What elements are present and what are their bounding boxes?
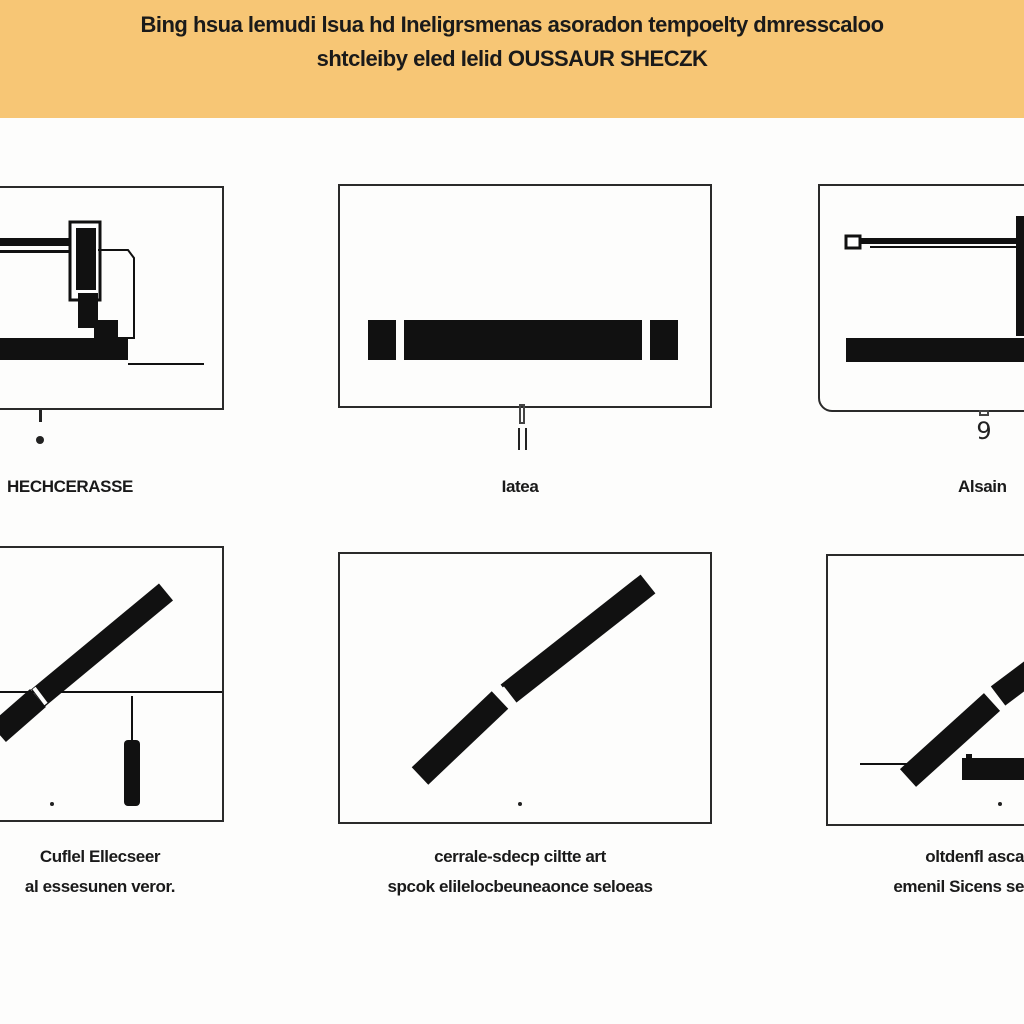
panel-4-caption-line-1: Cuflel Ellecseer bbox=[39, 847, 161, 866]
panel-2-bar bbox=[338, 184, 712, 408]
panel-3-machine bbox=[818, 184, 1024, 412]
panel-1-marker bbox=[30, 410, 50, 444]
header-line-2: shtcleiby eled Ielid OUSSAUR SHECZK bbox=[316, 46, 708, 71]
diagonal-illustration-1 bbox=[0, 583, 222, 806]
panel-4-caption: Cuflel Ellecseer al essesunen veror. bbox=[0, 842, 200, 902]
panel-5-caption: cerrale-sdecp ciltte art spcok elilelocb… bbox=[350, 842, 690, 902]
panel-6-diagonal bbox=[826, 554, 1024, 826]
diagonal-illustration-2 bbox=[411, 574, 656, 806]
panel-1-caption-line-1: HECHCERASSE bbox=[7, 477, 133, 496]
panel-6-caption-line-1: oltdenfl asca bbox=[925, 847, 1024, 866]
panel-5-caption-line-1: cerrale-sdecp ciltte art bbox=[434, 847, 606, 866]
header-line-1: Bing hsua lemudi lsua hd Ineligrsmenas a… bbox=[140, 12, 884, 37]
panel-4-diagonal bbox=[0, 546, 224, 822]
machine-illustration-2 bbox=[844, 216, 1024, 362]
panel-2-caption-line-1: Iatea bbox=[501, 477, 539, 496]
panel-6-caption-line-2: emenil Sicens se bbox=[893, 877, 1024, 896]
panel-3-marker: 9 bbox=[972, 410, 996, 446]
panel-3-caption: Alsain bbox=[958, 472, 1024, 502]
panel-6-caption: oltdenfl asca emenil Sicens se bbox=[848, 842, 1024, 902]
diagonal-illustration-3 bbox=[860, 661, 1024, 806]
panel-2-marker bbox=[512, 404, 532, 450]
panel-3-marker-text: 9 bbox=[976, 417, 992, 445]
panel-3-caption-line-1: Alsain bbox=[958, 477, 1007, 496]
bar-illustration bbox=[368, 320, 678, 360]
panel-4-caption-line-2: al essesunen veror. bbox=[24, 877, 176, 896]
panel-5-diagonal bbox=[338, 552, 712, 824]
panel-2-caption: Iatea bbox=[470, 472, 570, 502]
header-banner: Bing hsua lemudi lsua hd Ineligrsmenas a… bbox=[0, 0, 1024, 118]
panel-1-machine bbox=[0, 186, 224, 410]
panel-1-caption: HECHCERASSE bbox=[0, 472, 140, 502]
panel-5-caption-line-2: spcok elilelocbeuneaonce seloeas bbox=[387, 877, 653, 896]
machine-illustration-1 bbox=[0, 220, 204, 365]
